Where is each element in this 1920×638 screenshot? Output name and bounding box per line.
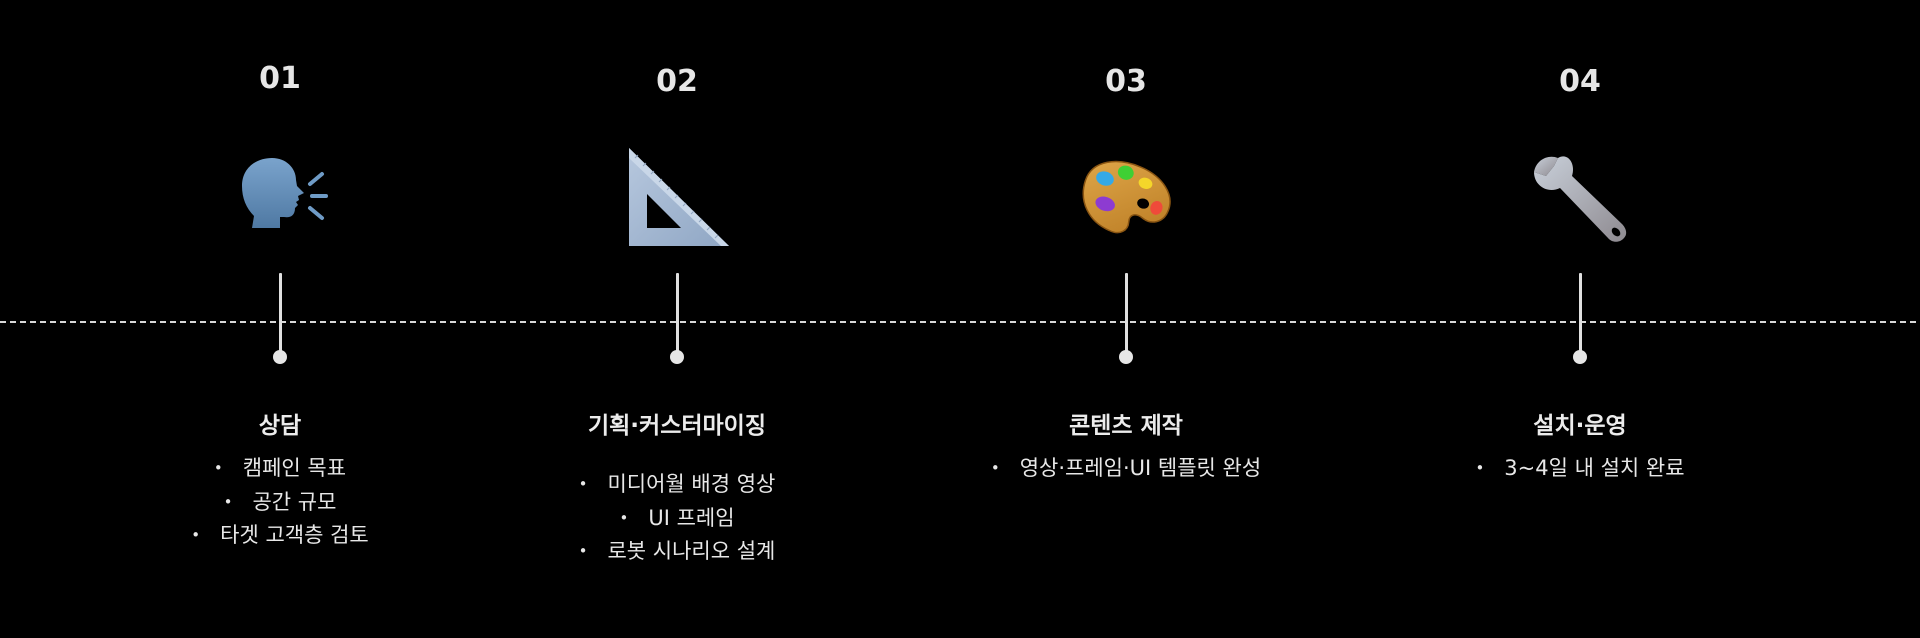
timeline-connector xyxy=(675,273,679,353)
wrench-icon xyxy=(1528,146,1632,250)
timeline-connector xyxy=(278,273,282,353)
step-item-list: 미디어월 배경 영상 UI 프레임 로봇 시나리오 설계 xyxy=(477,468,877,569)
timeline-node xyxy=(670,350,684,364)
list-item: 영상·프레임·UI 템플릿 완성 xyxy=(926,452,1326,486)
timeline-node xyxy=(1119,350,1133,364)
timeline-node xyxy=(1573,350,1587,364)
artist-palette-icon xyxy=(1074,146,1178,250)
step-item-list: 캠페인 목표 공간 규모 타겟 고객층 검토 xyxy=(80,452,480,553)
step-title: 설치·운영 xyxy=(1533,413,1627,439)
list-item: 캠페인 목표 xyxy=(80,452,480,486)
step-title: 콘텐츠 제작 xyxy=(1069,413,1183,439)
speaking-head-icon xyxy=(228,146,332,250)
list-item: 로봇 시나리오 설계 xyxy=(477,535,877,569)
list-item: 미디어월 배경 영상 xyxy=(477,468,877,502)
step-title: 상담 xyxy=(258,413,302,439)
step-item-list: 영상·프레임·UI 템플릿 완성 xyxy=(926,452,1326,486)
list-item: 3~4일 내 설치 완료 xyxy=(1380,452,1780,486)
step-number: 01 xyxy=(259,61,301,96)
list-item: UI 프레임 xyxy=(477,502,877,536)
list-item: 공간 규모 xyxy=(80,486,480,520)
timeline-connector xyxy=(1578,273,1582,353)
list-item: 타겟 고객층 검토 xyxy=(80,519,480,553)
step-number: 02 xyxy=(656,64,698,99)
step-number: 03 xyxy=(1105,64,1147,99)
triangular-ruler-icon xyxy=(625,146,729,250)
step-title: 기획·커스터마이징 xyxy=(587,413,767,439)
step-number: 04 xyxy=(1559,64,1601,99)
timeline-node xyxy=(273,350,287,364)
timeline-connector xyxy=(1124,273,1128,353)
step-item-list: 3~4일 내 설치 완료 xyxy=(1380,452,1780,486)
timeline-dashed-line xyxy=(0,321,1916,323)
